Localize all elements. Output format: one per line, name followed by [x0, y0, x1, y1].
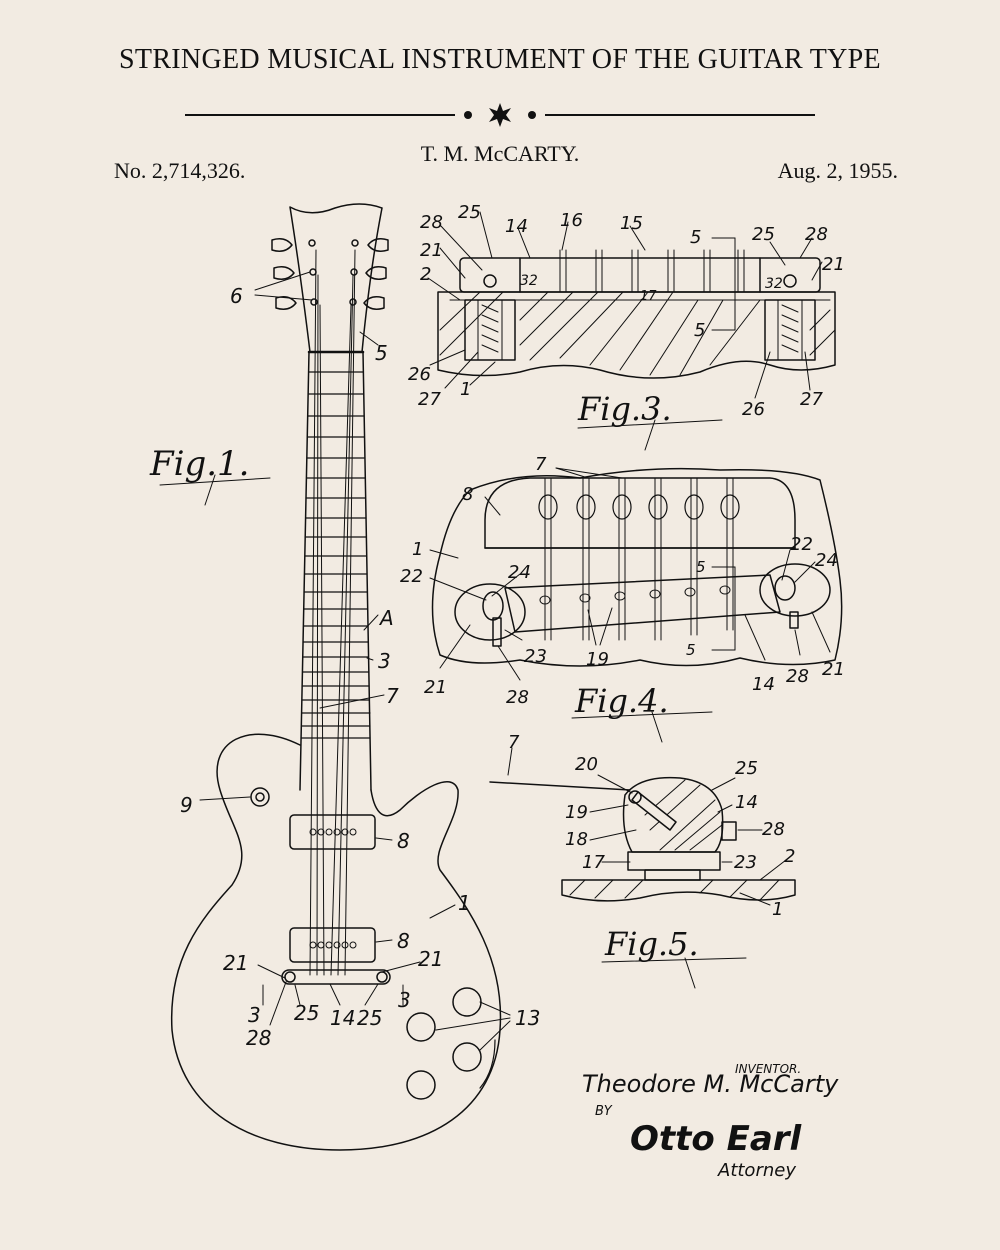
neck-pickup [289, 814, 376, 850]
fig1-label: Fig.1. [149, 444, 249, 484]
callout-25: 25 [735, 758, 758, 779]
frets [300, 371, 371, 739]
callout-5: 5 [696, 558, 706, 576]
callout-27b: 27 [800, 389, 823, 410]
inventor-label: INVENTOR. [735, 1062, 801, 1076]
callout-19: 19 [565, 802, 588, 823]
attorney-signature: Otto Earl [630, 1119, 803, 1159]
callout-28b: 28 [805, 224, 828, 245]
tuner-pegs [271, 238, 389, 310]
guitar-body [170, 733, 502, 1151]
callout-13: 13 [515, 1006, 540, 1030]
callout-21b: 21 [822, 659, 845, 680]
callout-5b: 5 [694, 320, 705, 341]
callout-8: 8 [462, 484, 473, 505]
callout-25: 25 [294, 1001, 319, 1025]
callout-32b: 32 [765, 276, 783, 292]
callout-14: 14 [735, 792, 758, 813]
inventor-signature: Theodore M. McCarty [582, 1070, 839, 1098]
fig5-saddle-section [489, 747, 796, 906]
callout-7: 7 [386, 684, 399, 708]
callout-28: 28 [762, 819, 785, 840]
fig3-label: Fig.3. [577, 390, 672, 428]
callout-28: 28 [420, 212, 443, 233]
decorative-divider [185, 103, 815, 127]
callout-28b: 28 [786, 666, 809, 687]
callout-22b: 22 [790, 534, 813, 555]
callout-21: 21 [420, 240, 443, 261]
callout-1: 1 [460, 379, 471, 400]
callout-21: 21 [424, 677, 447, 698]
callout-24: 24 [508, 562, 531, 583]
callout-17: 17 [582, 852, 605, 873]
callout-15: 15 [620, 213, 643, 234]
callout-26: 26 [408, 364, 431, 385]
patent-number: No. 2,714,326. [114, 158, 246, 183]
patent-date: Aug. 2, 1955. [777, 158, 898, 183]
selector-switch [250, 787, 270, 807]
page-title: STRINGED MUSICAL INSTRUMENT OF THE GUITA… [119, 44, 881, 75]
callout-1: 1 [458, 891, 471, 915]
callout-18: 18 [565, 829, 588, 850]
by-label: BY [595, 1104, 613, 1119]
callout-14: 14 [752, 674, 775, 695]
callout-5: 5 [690, 227, 701, 248]
callout-16: 16 [560, 210, 583, 231]
callout-21b: 21 [822, 254, 845, 275]
callout-25b: 25 [357, 1006, 382, 1030]
callout-5: 5 [375, 341, 388, 365]
callout-25b: 25 [752, 224, 775, 245]
callout-28: 28 [506, 687, 529, 708]
callout-23: 23 [734, 852, 757, 873]
star-ornament-icon [489, 103, 511, 127]
callout-7: 7 [508, 732, 520, 753]
headstock [289, 203, 383, 353]
callout-2: 2 [784, 846, 795, 867]
callout-8: 8 [397, 829, 410, 853]
callout-22: 22 [400, 566, 423, 587]
callout-27: 27 [418, 389, 441, 410]
neck [299, 351, 372, 791]
bridge [281, 969, 391, 985]
callout-19: 19 [586, 649, 609, 670]
callout-32: 32 [520, 273, 538, 289]
callout-1: 1 [772, 899, 783, 920]
callout-23: 23 [524, 646, 547, 667]
fig3-bridge-section [427, 211, 836, 399]
fig5-label: Fig.5. [604, 925, 699, 963]
attorney-label: Attorney [717, 1160, 796, 1181]
callout-8b: 8 [397, 929, 410, 953]
callout-21b: 21 [418, 947, 443, 971]
callout-21: 21 [223, 951, 248, 975]
callout-20: 20 [575, 754, 598, 775]
callout-6: 6 [230, 284, 243, 308]
callout-3c: 3 [398, 988, 411, 1012]
strings [309, 249, 356, 976]
callout-26b: 26 [742, 399, 765, 420]
callout-9: 9 [180, 793, 193, 817]
fig1-guitar-drawing: Fig.1. [149, 203, 511, 1151]
callout-a: A [378, 606, 394, 630]
callout-17: 17 [640, 289, 657, 304]
fig5-base [561, 879, 796, 902]
inventor-heading: T. M. McCARTY. [420, 141, 580, 166]
callout-7: 7 [535, 454, 547, 475]
callout-2: 2 [420, 264, 431, 285]
body-section [437, 291, 836, 379]
control-knobs [406, 987, 482, 1100]
fig4-bridge-perspective [429, 467, 843, 681]
callout-24b: 24 [815, 550, 838, 571]
callout-14: 14 [505, 216, 528, 237]
callout-25: 25 [458, 202, 481, 223]
callout-28: 28 [246, 1026, 271, 1050]
callout-3: 3 [378, 649, 391, 673]
callout-3b: 3 [248, 1003, 261, 1027]
callout-14: 14 [330, 1006, 355, 1030]
callout-5b: 5 [686, 641, 696, 659]
callout-1: 1 [412, 539, 423, 560]
fig4-outline [431, 467, 843, 667]
bridge-pickup [289, 927, 376, 963]
